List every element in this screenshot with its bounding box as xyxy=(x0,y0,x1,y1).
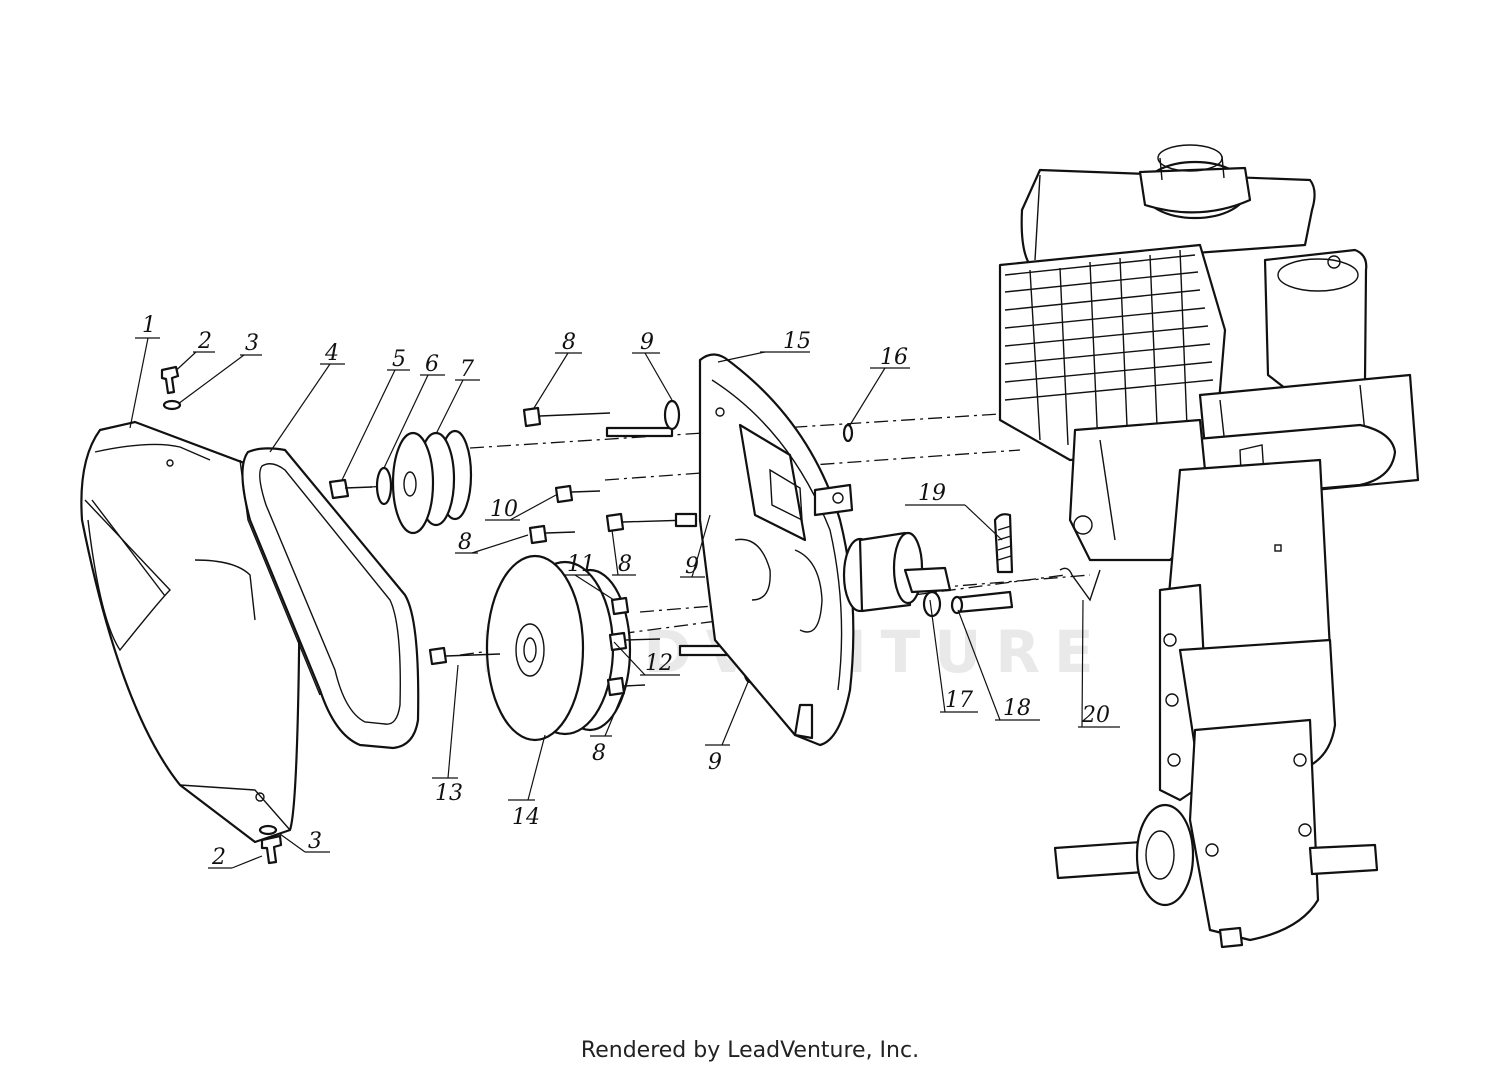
callout-8d: 8 xyxy=(592,741,606,766)
callout-2b: 2 xyxy=(211,845,226,870)
engine-pulley xyxy=(328,429,473,535)
callout-10: 10 xyxy=(490,497,518,522)
callout-9c: 9 xyxy=(708,750,722,775)
cover-fasteners xyxy=(160,365,283,865)
callout-3: 3 xyxy=(245,331,259,356)
callout-13: 13 xyxy=(435,781,463,806)
callout-17: 17 xyxy=(945,688,973,713)
leader-lines xyxy=(129,337,1120,869)
callout-9: 9 xyxy=(640,330,654,355)
belt-cover xyxy=(80,420,302,844)
render-credit: Rendered by LeadVenture, Inc. xyxy=(580,1038,920,1063)
callout-12: 12 xyxy=(645,651,673,676)
callout-7: 7 xyxy=(460,357,474,382)
engine-and-transmission xyxy=(998,144,1420,949)
callout-6: 6 xyxy=(425,352,439,377)
callout-18: 18 xyxy=(1003,696,1031,721)
v-belt xyxy=(239,447,420,750)
callout-14: 14 xyxy=(512,805,540,830)
callout-2: 2 xyxy=(197,329,212,354)
callout-8b: 8 xyxy=(458,530,472,555)
callout-20: 20 xyxy=(1081,703,1110,728)
hardware xyxy=(522,399,854,697)
callout-1: 1 xyxy=(142,313,156,338)
mounting-plate xyxy=(698,353,855,747)
callout-8: 8 xyxy=(562,330,576,355)
callout-8c: 8 xyxy=(618,552,632,577)
callout-labels: 1 2 3 4 5 6 7 8 9 15 16 10 8 8 9 19 11 1… xyxy=(142,313,1110,870)
callout-11: 11 xyxy=(567,552,595,577)
idler-assembly xyxy=(842,513,1101,618)
callout-16: 16 xyxy=(880,345,908,370)
callout-15: 15 xyxy=(783,329,811,354)
transmission-pulley xyxy=(428,554,632,742)
callout-19: 19 xyxy=(918,481,946,506)
callout-4: 4 xyxy=(324,341,339,366)
callout-5: 5 xyxy=(392,347,406,372)
callout-9b: 9 xyxy=(685,554,699,579)
callout-3b: 3 xyxy=(308,829,322,854)
